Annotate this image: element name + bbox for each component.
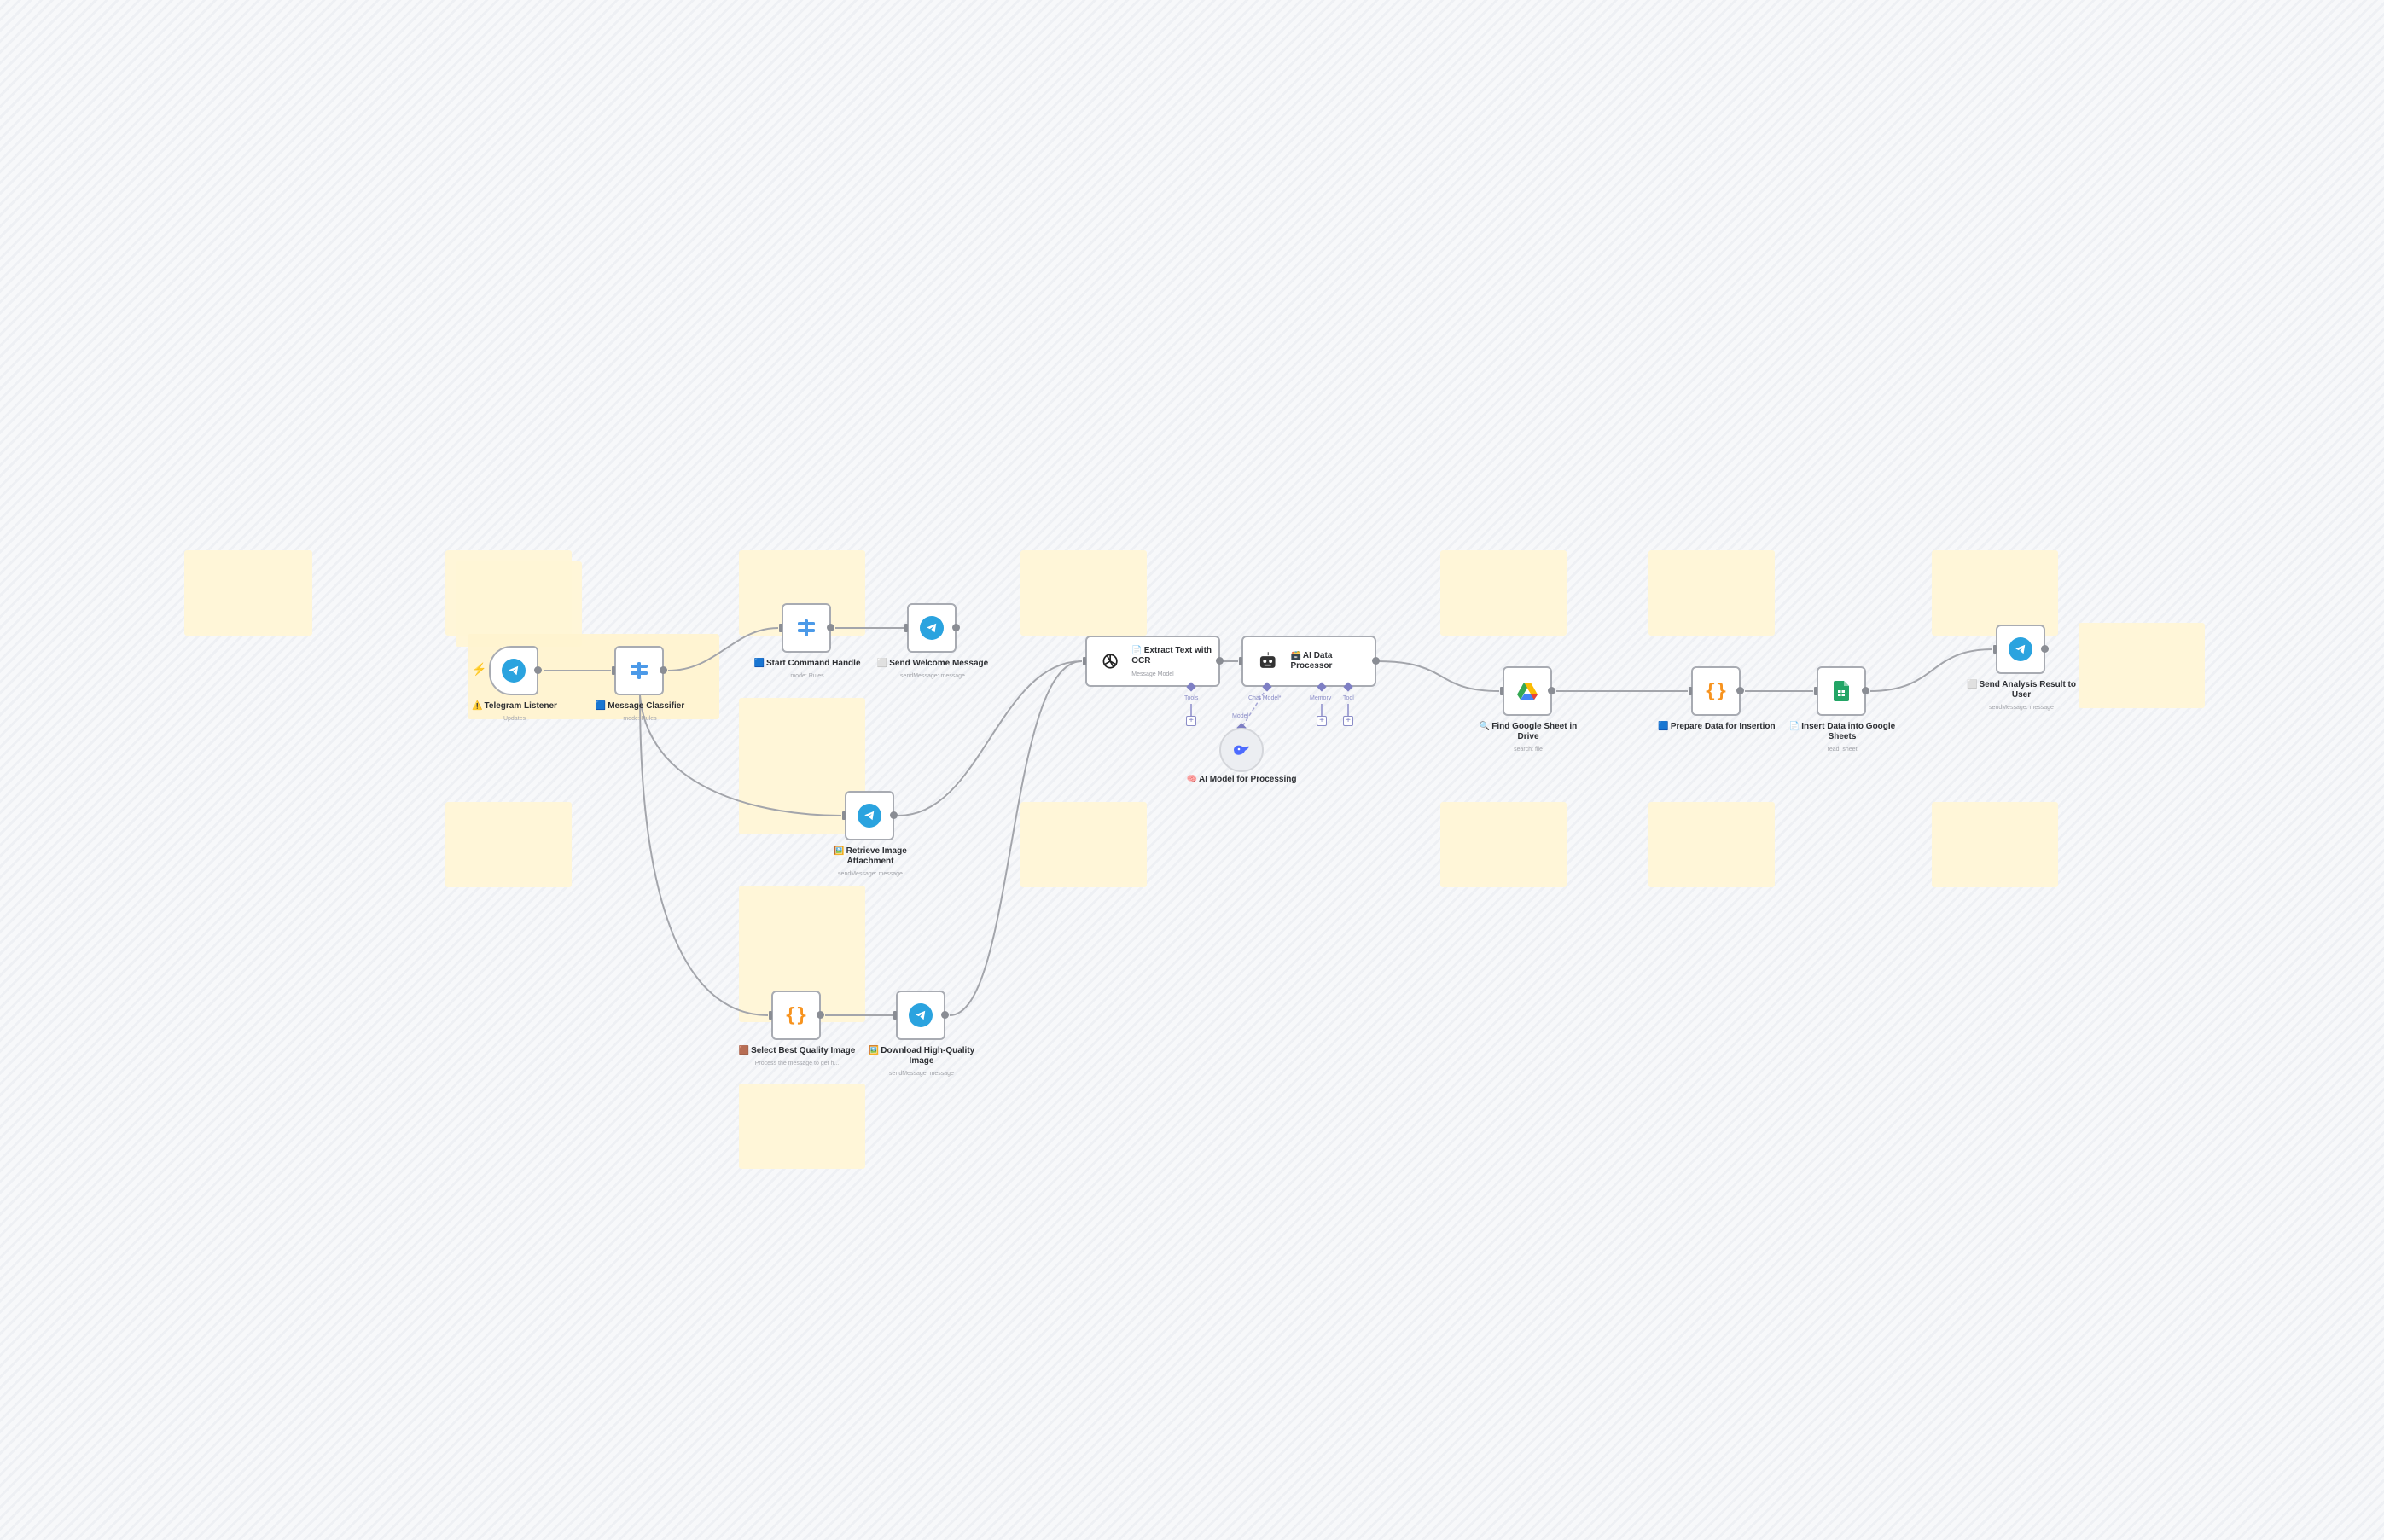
node-label: 🖼️Retrieve Image Attachment sendMessage:… xyxy=(834,846,907,877)
node-label: 🟦Start Command Handle mode: Rules xyxy=(753,659,861,679)
trigger-bolt-icon: ⚡ xyxy=(472,662,487,676)
node-ai-model[interactable] xyxy=(1219,728,1264,772)
google-drive-icon xyxy=(1517,683,1538,700)
telegram-icon xyxy=(502,659,526,683)
sticky-note[interactable] xyxy=(1440,550,1567,636)
sticky-note[interactable] xyxy=(1020,550,1147,636)
node-label: ⚠️Telegram Listener Updates xyxy=(472,701,557,722)
input-port[interactable] xyxy=(904,624,908,632)
input-port[interactable] xyxy=(769,1011,772,1020)
input-port[interactable] xyxy=(612,666,615,675)
tool-port-label: Tool xyxy=(1343,695,1354,701)
output-port[interactable] xyxy=(1216,657,1224,665)
telegram-icon xyxy=(2009,637,2032,661)
sticky-note[interactable] xyxy=(1932,802,2058,887)
ai-model-connection xyxy=(1241,687,1268,729)
node-label: 🖼️Download High-Quality Image sendMessag… xyxy=(868,1046,975,1077)
node-label: 🔍Find Google Sheet in Drive search: file xyxy=(1479,722,1578,753)
node-find-google-sheet[interactable] xyxy=(1500,666,1555,716)
output-port[interactable] xyxy=(890,811,898,819)
output-port[interactable] xyxy=(2041,645,2049,653)
add-tool-button[interactable]: + xyxy=(1186,716,1196,726)
output-port[interactable] xyxy=(952,624,960,631)
node-label: 🧠AI Model for Processing xyxy=(1186,775,1297,784)
output-port[interactable] xyxy=(827,624,834,631)
model-port-label: Model xyxy=(1232,713,1249,719)
memory-port-label: Memory xyxy=(1310,695,1332,701)
sticky-note[interactable] xyxy=(1020,802,1147,887)
input-port[interactable] xyxy=(842,811,846,820)
input-port[interactable] xyxy=(1083,657,1086,665)
node-select-best-quality-image[interactable]: {} xyxy=(769,991,824,1040)
node-message-classifier[interactable] xyxy=(612,646,667,695)
node-ai-data-processor[interactable]: 🗃️AI Data Processor xyxy=(1239,636,1380,687)
output-port[interactable] xyxy=(660,666,667,674)
node-label: ⬜Send Analysis Result to User sendMessag… xyxy=(1967,680,2076,711)
chat-model-port-label: Chat Model* xyxy=(1248,695,1282,701)
node-start-command-handle[interactable] xyxy=(779,603,834,653)
node-insert-google-sheets[interactable] xyxy=(1814,666,1869,716)
telegram-icon xyxy=(858,804,881,828)
output-port[interactable] xyxy=(941,1011,949,1019)
input-port[interactable] xyxy=(1814,687,1817,695)
output-port[interactable] xyxy=(1736,687,1744,694)
output-port[interactable] xyxy=(817,1011,824,1019)
add-memory-button[interactable]: + xyxy=(1317,716,1327,726)
input-port[interactable] xyxy=(1689,687,1692,695)
sticky-note[interactable] xyxy=(1932,550,2058,636)
edge xyxy=(1376,660,1500,692)
edge xyxy=(898,660,1083,816)
add-tool-button[interactable]: + xyxy=(1343,716,1353,726)
node-label: 🟦Message Classifier mode: Rules xyxy=(595,701,685,722)
output-port[interactable] xyxy=(1372,657,1380,665)
output-port[interactable] xyxy=(1862,687,1869,694)
telegram-icon xyxy=(909,1003,933,1027)
node-label: ⬜Send Welcome Message sendMessage: messa… xyxy=(876,659,989,679)
sticky-note[interactable] xyxy=(456,561,582,647)
google-sheets-icon xyxy=(1834,681,1849,701)
sticky-note[interactable] xyxy=(1648,802,1775,887)
input-port[interactable] xyxy=(1239,657,1242,665)
openai-icon xyxy=(1102,654,1118,669)
node-prepare-data[interactable]: {} xyxy=(1689,666,1744,716)
robot-icon xyxy=(1259,652,1276,668)
code-braces-icon: {} xyxy=(784,1004,808,1026)
sticky-note[interactable] xyxy=(445,802,572,887)
output-port[interactable] xyxy=(534,666,542,674)
node-send-welcome-message[interactable] xyxy=(904,603,960,653)
sticky-note[interactable] xyxy=(184,550,312,636)
tools-port-label: Tools xyxy=(1184,695,1199,701)
node-extract-text-ocr[interactable]: 📄Extract Text with OCR Message Model xyxy=(1083,636,1224,687)
sticky-note[interactable] xyxy=(1440,802,1567,887)
input-port[interactable] xyxy=(1500,687,1503,695)
sticky-note[interactable] xyxy=(739,1084,865,1169)
input-port[interactable] xyxy=(1993,645,1997,654)
sticky-note[interactable] xyxy=(2079,623,2205,708)
switch-icon xyxy=(798,619,815,636)
deepseek-whale-icon xyxy=(1234,745,1249,755)
input-port[interactable] xyxy=(779,624,782,632)
node-telegram-listener[interactable] xyxy=(489,646,542,695)
node-send-analysis-result[interactable] xyxy=(1993,625,2049,674)
sticky-note[interactable] xyxy=(1648,550,1775,636)
switch-icon xyxy=(631,662,648,679)
telegram-icon xyxy=(920,616,944,640)
code-braces-icon: {} xyxy=(1704,680,1728,702)
output-port[interactable] xyxy=(1548,687,1555,694)
node-label: 🟫Select Best Quality Image Process the m… xyxy=(738,1046,856,1066)
node-retrieve-image-attachment[interactable] xyxy=(842,791,898,840)
input-port[interactable] xyxy=(893,1011,897,1020)
node-label: 📄Insert Data into Google Sheets read: sh… xyxy=(1788,722,1896,753)
node-label: 🟦Prepare Data for Insertion xyxy=(1658,722,1776,731)
node-download-high-quality-image[interactable] xyxy=(893,991,949,1040)
